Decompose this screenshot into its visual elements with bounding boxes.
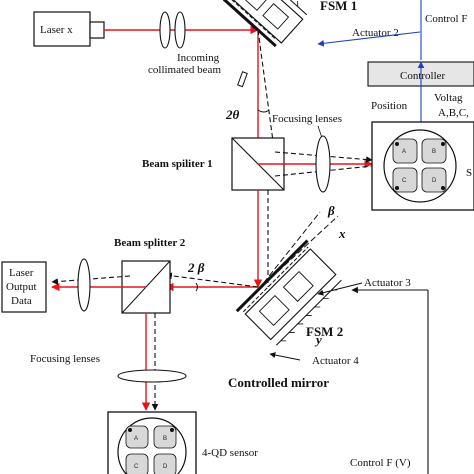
fsm1-deflected-beam bbox=[257, 29, 278, 157]
control-bottom-label: Control F (V) bbox=[350, 457, 411, 469]
beam-splitter-1-label: Beam spiliter 1 bbox=[142, 158, 213, 170]
fsm2-axis-x bbox=[257, 215, 339, 291]
qd-bottom-quadrant-a: A bbox=[134, 436, 138, 442]
incoming-lenses bbox=[159, 11, 186, 49]
fsm2-label: FSM 2 bbox=[306, 324, 343, 339]
qd-sensor-label: 4-QD sensor bbox=[202, 447, 258, 459]
actuator2-line bbox=[317, 31, 421, 47]
qd-bottom-quadrant-b: B bbox=[163, 436, 167, 442]
fsm1-assembly bbox=[222, 0, 308, 48]
laser-output-label-1: Laser bbox=[9, 267, 34, 279]
qd-bottom-quadrant-c: C bbox=[134, 464, 139, 470]
incoming-beam-label-2: collimated beam bbox=[148, 64, 221, 76]
psd-top-quadrant-b: B bbox=[432, 149, 436, 155]
fsm2-axis-normal bbox=[257, 211, 321, 291]
position-label: Position bbox=[371, 100, 408, 112]
focusing-lenses-top-label: Focusing lenses bbox=[272, 113, 342, 125]
laser-output-label-3: Data bbox=[11, 295, 32, 307]
qd-bottom-quadrant-d: D bbox=[163, 464, 168, 470]
psd-side-letter: S bbox=[466, 167, 472, 179]
fsm2-assembly bbox=[235, 239, 342, 346]
laser-x-label: Laser x bbox=[40, 24, 73, 36]
focusing-lenses-top-leader bbox=[317, 125, 323, 139]
actuator4-line bbox=[269, 352, 301, 361]
two-theta-arc bbox=[257, 109, 270, 113]
actuator3-line bbox=[317, 282, 363, 296]
output-lens bbox=[77, 258, 91, 312]
voltage-label-2: A,B,C, bbox=[438, 107, 469, 119]
fsm1-label: FSM 1 bbox=[320, 0, 357, 13]
bs2-to-output-dashed bbox=[51, 275, 131, 285]
psd-sensor-top bbox=[371, 121, 474, 211]
controller-label: Controller bbox=[400, 70, 446, 82]
two-beta-label: 2 β bbox=[187, 260, 205, 275]
qd-sensor-bottom bbox=[107, 411, 197, 474]
beam-splitter-2-label: Beam splitter 2 bbox=[114, 237, 186, 249]
beta-label: β bbox=[327, 203, 335, 218]
psd-top-quadrant-d: D bbox=[432, 178, 437, 184]
psd-top-quadrant-a: A bbox=[402, 149, 406, 155]
two-beta-arc bbox=[195, 282, 198, 292]
two-theta-label: 2θ bbox=[225, 107, 240, 122]
laser-source: Laser x bbox=[33, 11, 105, 47]
focusing-lens-bottom bbox=[117, 369, 187, 383]
actuator4-label: Actuator 4 bbox=[312, 355, 359, 367]
fsm2-to-bs2-dashed bbox=[165, 272, 259, 288]
psd-top-quadrant-c: C bbox=[402, 178, 407, 184]
axis-y-label: y bbox=[314, 332, 322, 347]
incoming-beam-label-1: Incoming bbox=[177, 52, 220, 64]
voltage-label-1: Voltag bbox=[434, 92, 463, 104]
controlled-mirror-label: Controlled mirror bbox=[228, 375, 329, 390]
laser-output-label-2: Output bbox=[6, 281, 37, 293]
actuator3-label: Actuator 3 bbox=[364, 277, 411, 289]
focusing-lens-top bbox=[315, 135, 331, 193]
control-top-label: Control F bbox=[425, 13, 467, 25]
axis-x-label: x bbox=[338, 226, 346, 241]
small-stop bbox=[237, 71, 248, 88]
laser-output-box bbox=[1, 261, 47, 313]
focusing-lenses-bottom-label: Focusing lenses bbox=[30, 353, 100, 365]
